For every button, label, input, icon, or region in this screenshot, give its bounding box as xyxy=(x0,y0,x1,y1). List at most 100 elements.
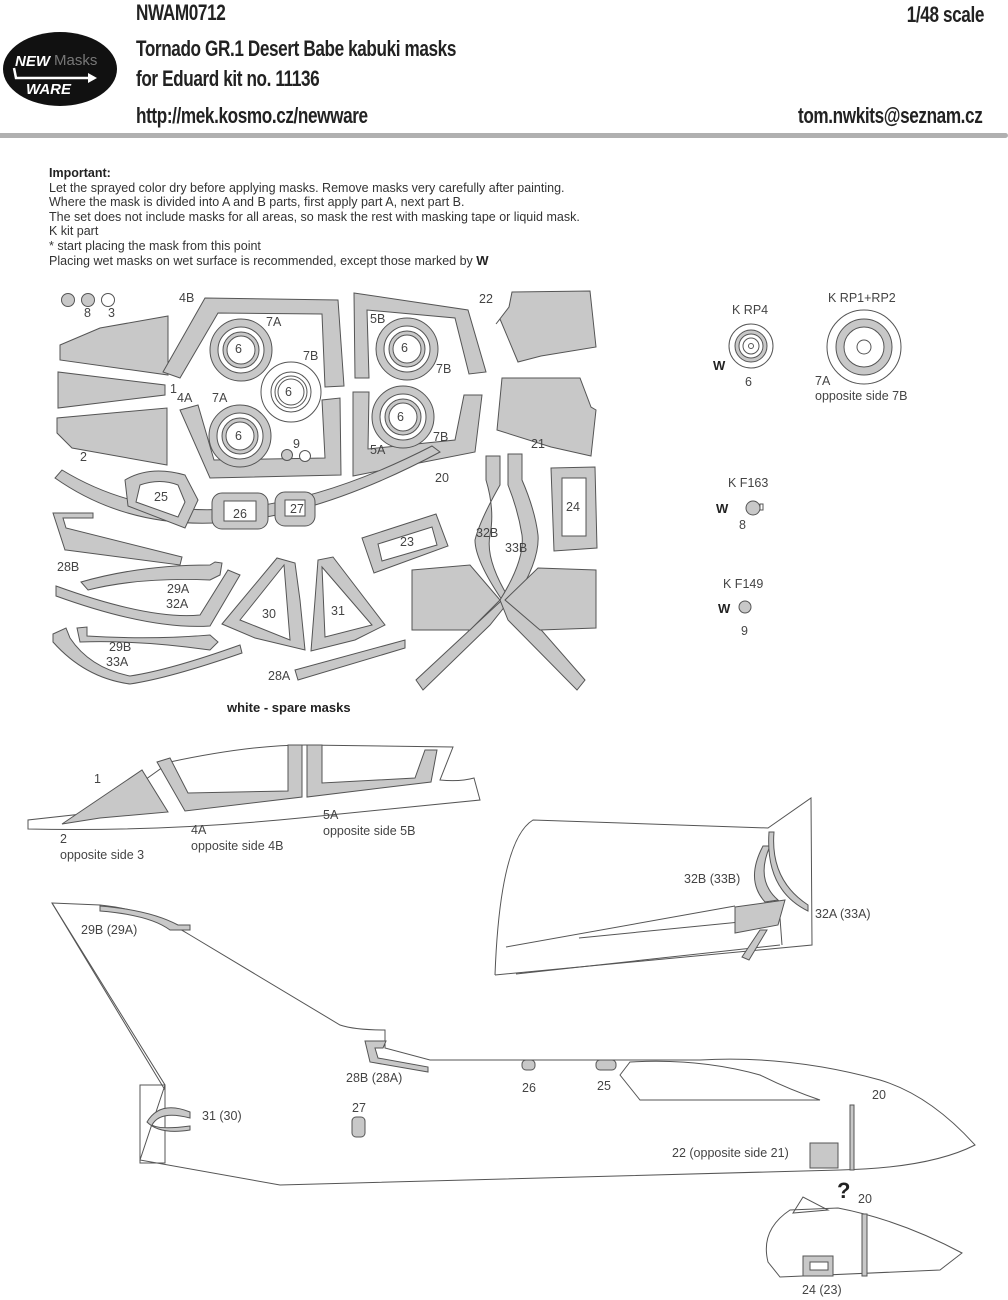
label-22: 22 xyxy=(479,292,493,306)
intake-label-32a: 32A (33A) xyxy=(815,907,871,921)
label-24: 24 xyxy=(566,500,580,514)
label-27: 27 xyxy=(290,502,304,516)
mask-22 xyxy=(495,290,597,363)
email-link[interactable]: tom.nwkits@seznam.cz xyxy=(797,103,983,128)
wheel-mask-6-7a-top xyxy=(209,318,273,382)
fuselage-label-31: 31 (30) xyxy=(202,1109,242,1123)
canopy-label-2: 2 xyxy=(60,832,67,846)
kit-mask-9: 9 xyxy=(741,624,748,638)
spare-masks-note: white - spare masks xyxy=(227,700,351,715)
fuselage-label-29b: 29B (29A) xyxy=(81,923,138,937)
kit-ref-rp4: K RP4 xyxy=(732,303,769,317)
kit-ref-rp1-rp2: K RP1+RP2 xyxy=(828,291,896,305)
mask-33a xyxy=(52,627,243,685)
label-2: 2 xyxy=(80,450,87,464)
label-7a: 7A xyxy=(212,391,228,405)
scale-label: 1/48 scale xyxy=(906,2,985,27)
mask-28b xyxy=(52,512,183,566)
canopy-label-5a: 5A xyxy=(323,808,339,822)
label-23: 23 xyxy=(400,535,414,549)
instruction-line: * start placing the mask from this point xyxy=(49,238,261,253)
wheel-mask-6-7b-spare xyxy=(260,361,322,423)
label-32a: 32A xyxy=(166,597,189,611)
label-7b: 7B xyxy=(436,362,452,376)
fuselage-label-20: 20 xyxy=(872,1088,886,1102)
kit-mask-6: 6 xyxy=(745,375,752,389)
label-29a: 29A xyxy=(167,582,190,596)
label-33a: 33A xyxy=(106,655,129,669)
mask-33b xyxy=(499,453,586,691)
instruction-line: Let the sprayed color dry before applyin… xyxy=(49,180,565,195)
mask-32b-body xyxy=(411,564,501,631)
kit-reference: for Eduard kit no. 11136 xyxy=(136,66,320,91)
label-5a: 5A xyxy=(370,443,386,457)
label-6: 6 xyxy=(397,410,404,424)
fuselage-label-22: 22 (opposite side 21) xyxy=(672,1146,789,1160)
wet-exclusion-icon: W xyxy=(713,358,726,373)
label-28b: 28B xyxy=(57,560,80,574)
instruction-line: The set does not include masks for all a… xyxy=(49,209,580,224)
label-32b: 32B xyxy=(476,526,499,540)
label-4b: 4B xyxy=(179,291,195,305)
wet-exclusion-icon: W xyxy=(476,252,489,268)
kit-mask-8: 8 xyxy=(739,518,746,532)
label-6: 6 xyxy=(235,342,242,356)
label-3: 3 xyxy=(108,306,115,320)
label-21: 21 xyxy=(531,437,545,451)
product-title: Tornado GR.1 Desert Babe kabuki masks xyxy=(136,36,456,61)
kit-mask-7a-note: opposite side 7B xyxy=(815,389,908,403)
label-6: 6 xyxy=(235,429,242,443)
mask-21 xyxy=(496,377,597,457)
intake-side-view xyxy=(494,797,813,976)
canopy-label-4a-note: opposite side 4B xyxy=(191,839,284,853)
instruction-line: K kit part xyxy=(49,224,99,239)
label-4a: 4A xyxy=(177,391,193,405)
label-28a: 28A xyxy=(268,669,291,683)
label-20: 20 xyxy=(435,471,449,485)
instruction-line: Where the mask is divided into A and B p… xyxy=(49,195,465,210)
header-divider xyxy=(0,133,1008,138)
label-7b: 7B xyxy=(303,349,319,363)
mask-32b xyxy=(415,455,511,691)
mask-32a xyxy=(55,569,241,627)
label-1: 1 xyxy=(170,382,177,396)
website-link[interactable]: http://mek.kosmo.cz/newware xyxy=(136,103,368,128)
intake-label-32b: 32B (33B) xyxy=(684,872,741,886)
kit-wheel-rp1-rp2 xyxy=(826,309,902,385)
instructions-heading: Important: xyxy=(49,166,111,180)
label-29b: 29B xyxy=(109,640,132,654)
mask-4b xyxy=(162,297,345,388)
svg-text:WARE: WARE xyxy=(26,81,72,98)
label-9: 9 xyxy=(293,437,300,451)
canopy-label-4a: 4A xyxy=(191,823,207,837)
product-code: NWAM0712 xyxy=(136,0,226,25)
fuselage-label-25: 25 xyxy=(597,1079,611,1093)
mask-1b xyxy=(57,371,166,409)
wheel-mask-6-7b-a xyxy=(375,317,439,381)
kit-part-f163 xyxy=(745,500,764,516)
instruction-line: Placing wet masks on wet surface is reco… xyxy=(49,253,473,268)
kit-part-f149 xyxy=(738,600,752,614)
nose-label-20: 20 xyxy=(858,1192,872,1206)
label-25: 25 xyxy=(154,490,168,504)
svg-text:Masks: Masks xyxy=(54,52,97,69)
kit-mask-7a: 7A xyxy=(815,374,831,388)
mask-8-3-dots xyxy=(61,293,115,307)
label-30: 30 xyxy=(262,607,276,621)
wet-exclusion-icon: W xyxy=(718,601,731,616)
label-26: 26 xyxy=(233,507,247,521)
canopy-label-1: 1 xyxy=(94,772,101,786)
label-7a: 7A xyxy=(266,315,282,329)
label-7b: 7B xyxy=(433,430,449,444)
mask-4a xyxy=(179,397,342,479)
svg-text:NEW: NEW xyxy=(15,53,52,70)
nose-side-view xyxy=(765,1196,963,1278)
label-6: 6 xyxy=(285,385,292,399)
mask-27-position xyxy=(351,1116,366,1138)
label-33b: 33B xyxy=(505,541,528,555)
mask-23-inner xyxy=(377,526,438,562)
label-5b: 5B xyxy=(370,312,386,326)
kit-ref-f149: K F149 xyxy=(723,577,764,591)
mask-5b xyxy=(353,292,487,379)
